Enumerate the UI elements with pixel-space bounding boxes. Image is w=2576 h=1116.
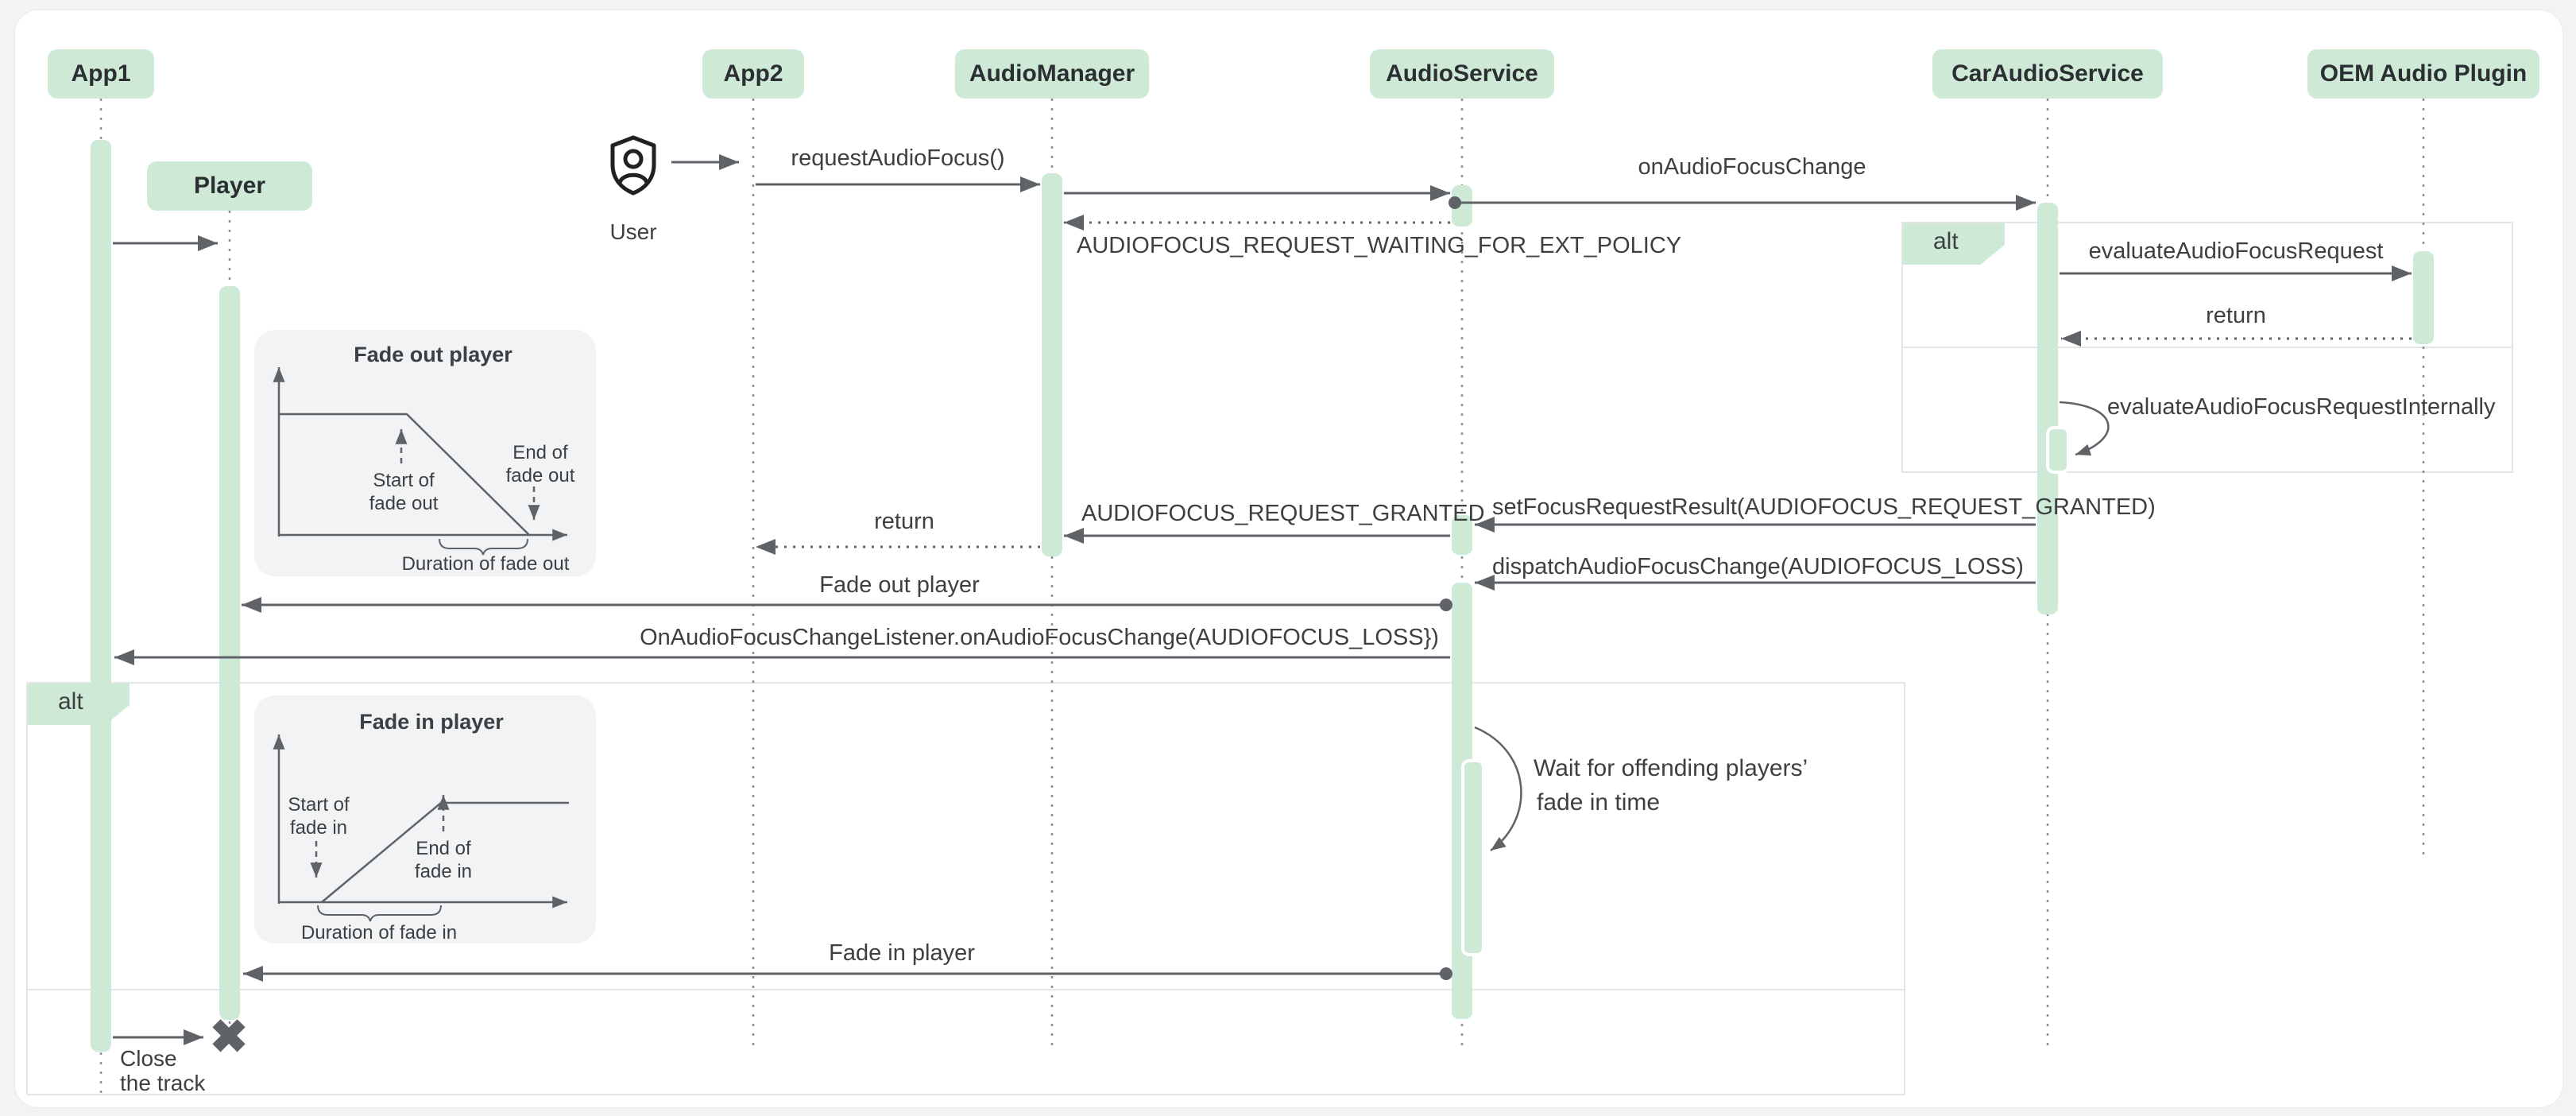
- label-user: User: [609, 219, 657, 244]
- participant-oem-audio-plugin: OEM Audio Plugin: [2307, 49, 2539, 99]
- activation-audio-manager: [1042, 173, 1062, 556]
- label-request-audio-focus: requestAudioFocus(): [791, 145, 1005, 171]
- participant-audio-service-label: AudioService: [1386, 60, 1538, 87]
- participant-app1: App1: [48, 49, 154, 99]
- activation-audio-service-2: [1452, 515, 1472, 555]
- fade-out-start-label-2: fade out: [369, 493, 439, 514]
- alt-tab-car-label: alt: [1933, 228, 1959, 254]
- arrow-wait-self: [1474, 726, 1522, 852]
- alt-fragment-car-divider: [1903, 347, 2512, 348]
- fade-out-duration-label: Duration of fade out: [401, 553, 570, 575]
- user-shoulders: [617, 172, 649, 185]
- participant-audio-manager-label: AudioManager: [969, 60, 1135, 87]
- fade-in-start-label-2: fade in: [289, 817, 348, 839]
- destroy-marker-icon: ✖: [209, 1011, 249, 1063]
- fade-in-start-label-1: Start of: [288, 794, 350, 816]
- participant-audio-manager: AudioManager: [955, 49, 1149, 99]
- participant-app2-label: App2: [723, 60, 783, 87]
- dot-fade-out: [1440, 599, 1452, 611]
- participant-car-audio-service: CarAudioService: [1932, 49, 2163, 99]
- label-manager-return: return: [874, 509, 934, 534]
- fade-out-title: Fade out player: [354, 343, 512, 366]
- label-evaluate-audio-focus-request: evaluateAudioFocusRequest: [2088, 238, 2384, 264]
- fade-in-end-label-1: End of: [416, 838, 471, 859]
- user-head: [623, 149, 644, 169]
- participant-oem-audio-plugin-label: OEM Audio Plugin: [2319, 60, 2528, 87]
- label-close-line2: the track: [120, 1071, 206, 1095]
- fade-out-start-label-1: Start of: [373, 470, 435, 491]
- message-origin-dots: [1440, 196, 1461, 980]
- arrow-evaluate-internally-self: [2059, 401, 2110, 456]
- activation-app1: [91, 140, 111, 1052]
- participant-app2: App2: [702, 49, 804, 99]
- alt-fragment-car-audio: [1901, 222, 2513, 473]
- alt-tab-main-label: alt: [58, 688, 83, 715]
- fade-in-title: Fade in player: [359, 710, 504, 734]
- participant-car-audio-service-label: CarAudioService: [1951, 60, 2144, 87]
- alt-tab-main: alt: [28, 684, 130, 725]
- alt-fragment-main-divider: [28, 989, 1904, 990]
- fade-out-graph: [273, 367, 567, 556]
- participant-audio-service: AudioService: [1370, 49, 1554, 99]
- alt-fragment-main: [26, 682, 1905, 1095]
- activation-player: [219, 286, 240, 1020]
- label-request-granted: AUDIOFOCUS_REQUEST_GRANTED: [1081, 501, 1485, 526]
- fade-in-duration-label: Duration of fade in: [300, 922, 458, 944]
- label-on-focus-change-listener: OnAudioFocusChangeListener.onAudioFocusC…: [640, 625, 1439, 650]
- fade-out-duration-brace: [439, 538, 528, 556]
- message-arrows: [113, 154, 2412, 1045]
- label-fade-out-player: Fade out player: [819, 572, 980, 598]
- label-evaluate-internally: evaluateAudioFocusRequestInternally: [2107, 394, 2496, 420]
- user-actor-icon: [610, 135, 656, 196]
- label-evaluate-return: return: [2206, 303, 2266, 328]
- fade-in-end-label-2: fade in: [414, 861, 473, 882]
- label-close-line1: Close: [120, 1046, 177, 1071]
- fade-out-end-label-2: fade out: [505, 465, 575, 486]
- dot-on-audio-focus-change: [1449, 196, 1461, 209]
- label-wait-line1: Wait for offending players’: [1534, 755, 1808, 781]
- participant-player-label: Player: [193, 172, 266, 199]
- label-dispatch-focus-change: dispatchAudioFocusChange(AUDIOFOCUS_LOSS…: [1492, 554, 2024, 579]
- label-wait-line2: fade in time: [1537, 789, 1661, 816]
- fade-out-curve: [279, 413, 530, 536]
- fade-in-graph: [273, 734, 569, 922]
- activation-oem-audio-plugin: [2413, 251, 2434, 344]
- alt-tab-car: alt: [1903, 223, 2005, 265]
- label-set-focus-request-result: setFocusRequestResult(AUDIOFOCUS_REQUEST…: [1492, 494, 2156, 520]
- participant-app1-label: App1: [71, 60, 131, 87]
- fade-out-end-label-1: End of: [512, 442, 568, 463]
- label-waiting-ext-policy: AUDIOFOCUS_REQUEST_WAITING_FOR_EXT_POLIC…: [1077, 233, 1682, 258]
- fade-in-duration-brace: [317, 905, 442, 922]
- label-fade-in-player: Fade in player: [829, 940, 975, 966]
- dot-fade-in: [1440, 967, 1452, 980]
- activation-audio-service-wait: [1461, 759, 1485, 956]
- label-on-audio-focus-change: onAudioFocusChange: [1638, 154, 1866, 180]
- activation-car-audio-service: [2037, 203, 2058, 614]
- user-shield-outline: [610, 135, 656, 196]
- activation-car-audio-service-internal: [2046, 426, 2070, 474]
- participant-player: Player: [147, 161, 312, 211]
